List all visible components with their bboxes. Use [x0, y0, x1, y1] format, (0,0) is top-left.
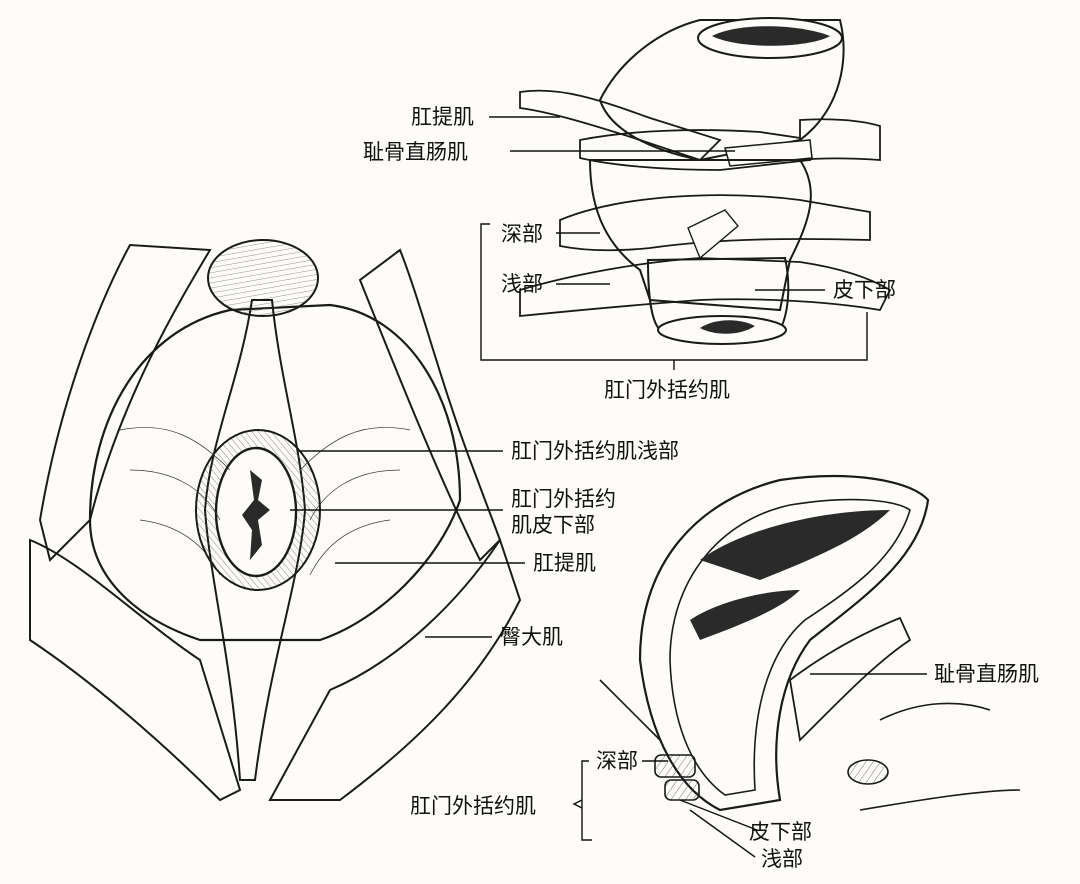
label-top-superficial-part: 浅部 [501, 272, 543, 296]
label-top-puborectalis: 耻骨直肠肌 [363, 140, 468, 164]
label-top-deep-part: 深部 [501, 222, 543, 246]
label-gluteus-maximus: 臀大肌 [500, 625, 563, 649]
leader-lines [290, 116, 927, 858]
label-top-levator-ani: 肛提肌 [411, 105, 474, 129]
label-right-puborectalis: 耻骨直肠肌 [934, 662, 1039, 686]
label-right-superficial-part: 浅部 [761, 847, 803, 871]
label-top-external-sphincter: 肛门外括约肌 [604, 378, 730, 402]
label-right-deep-part: 深部 [596, 749, 638, 773]
label-sphincter-subcutaneous-line1: 肛门外括约 [511, 487, 616, 511]
right-illustration [599, 475, 1021, 812]
label-right-external-sphincter: 肛门外括约肌 [410, 794, 536, 818]
left-illustration [29, 239, 522, 802]
top-illustration [519, 17, 892, 345]
label-right-subcutaneous-part: 皮下部 [749, 820, 812, 844]
label-top-subcutaneous-part: 皮下部 [833, 278, 896, 302]
label-left-levator-ani: 肛提肌 [533, 551, 596, 575]
label-sphincter-superficial: 肛门外括约肌浅部 [511, 439, 679, 463]
label-sphincter-subcutaneous-line2: 肌皮下部 [511, 513, 595, 537]
label-sphincter-subcutaneous: 肛门外括约 肌皮下部 [511, 486, 616, 538]
